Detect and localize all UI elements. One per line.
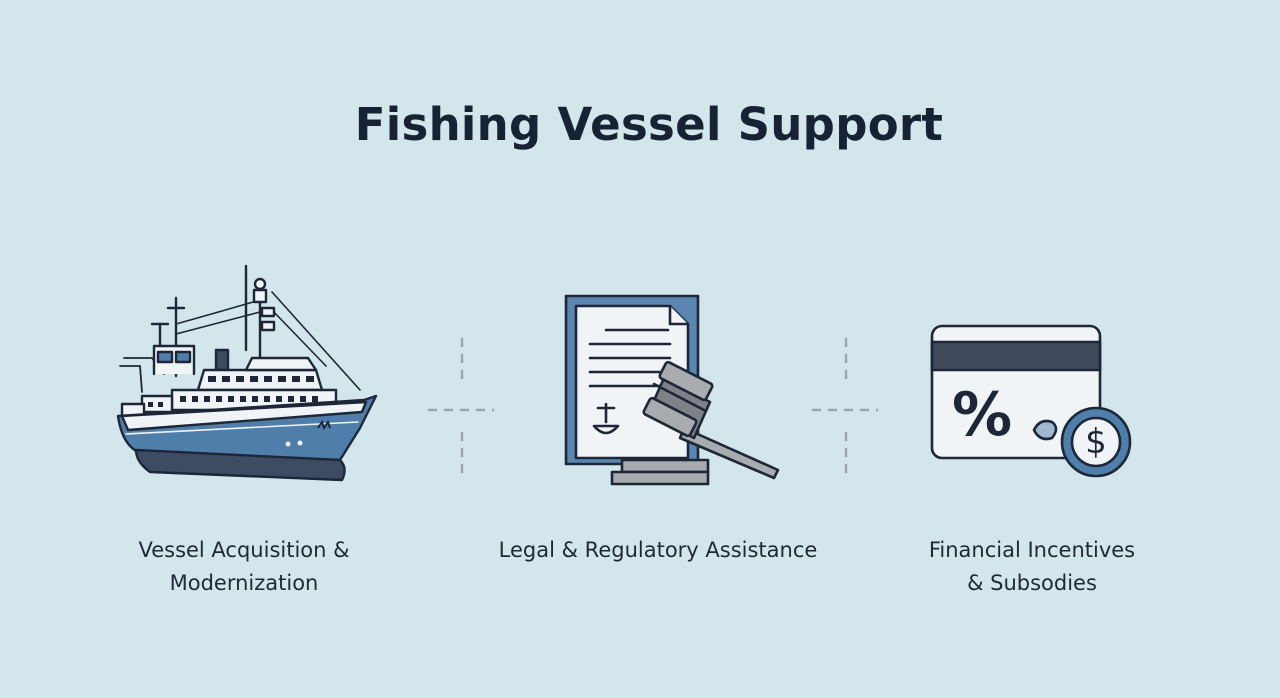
fishing-vessel-icon <box>112 262 384 488</box>
separator-right <box>812 338 878 480</box>
legal-document-gavel-icon <box>560 292 790 488</box>
item-label-financial-incentives: Financial Incentives & Subsodies <box>928 538 1136 595</box>
dollar-symbol: $ <box>1085 422 1107 462</box>
financial-card-dollar-icon: % $ <box>928 322 1138 492</box>
percent-symbol: % <box>952 380 1013 450</box>
item-label-legal-assistance: Legal & Regulatory Assistance <box>498 538 818 562</box>
page-title: Fishing Vessel Support <box>354 98 944 151</box>
item-label-vessel-acquisition: Vessel Acquisition & Modernization <box>138 538 350 595</box>
separator-left <box>428 338 494 480</box>
